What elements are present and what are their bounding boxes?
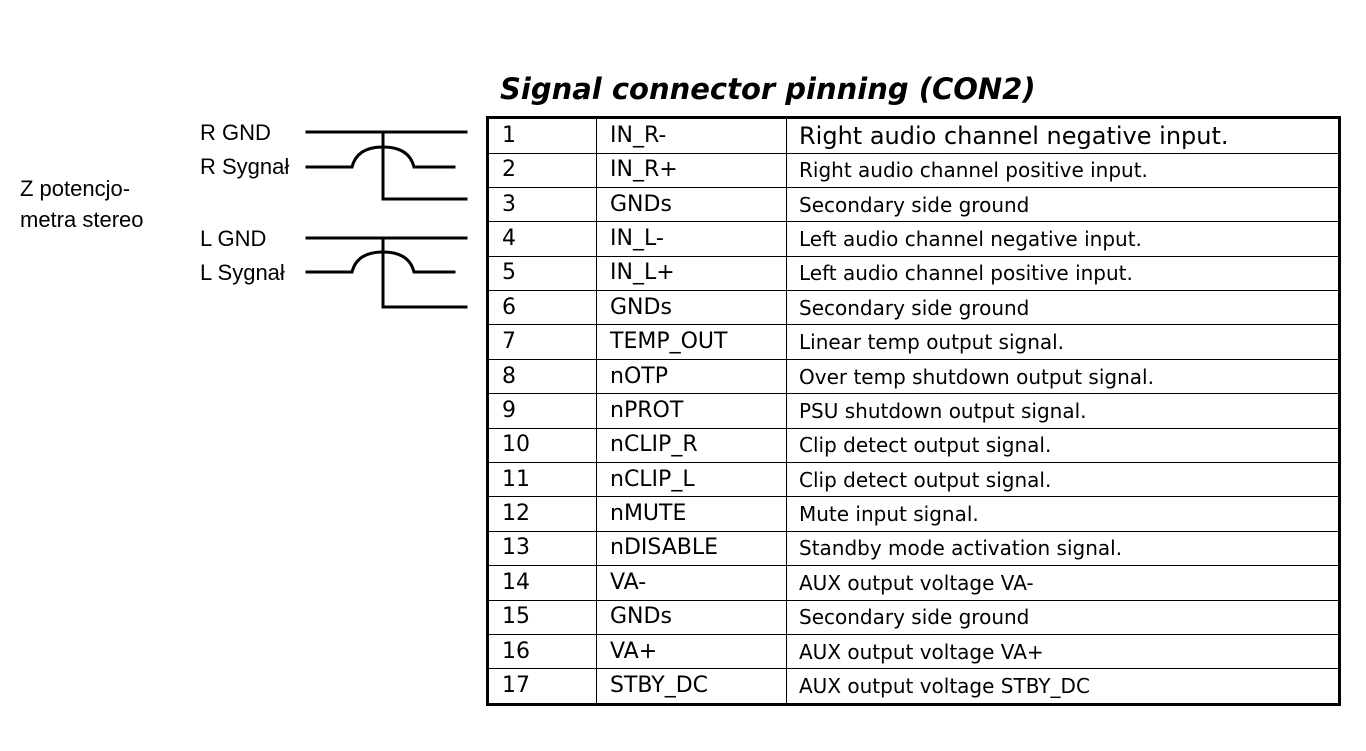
pin-description-cell: AUX output voltage VA-: [786, 565, 1340, 601]
wire-label-r-signal: R Sygnał: [200, 154, 290, 179]
pin-name-cell: GNDs: [596, 290, 787, 326]
pin-name-cell: GNDs: [596, 186, 787, 223]
pin-description-cell: Mute input signal.: [786, 496, 1340, 532]
pin-description-cell: Clip detect output signal.: [786, 462, 1340, 498]
pin-name-cell: IN_L+: [596, 255, 787, 292]
pin-number-cell: 10: [487, 427, 597, 464]
pin-name-cell: nPROT: [596, 393, 787, 429]
pin-description-cell: Standby mode activation signal.: [786, 530, 1340, 567]
wire-label-r-gnd: R GND: [200, 120, 271, 145]
wire-label-l-signal: L Sygnał: [200, 260, 285, 285]
pin-number-cell: 1: [487, 117, 597, 154]
pin-description-cell: Linear temp output signal.: [786, 324, 1340, 360]
table-title: Signal connector pinning (CON2): [500, 72, 1036, 106]
l-signal-wire: [305, 250, 456, 274]
potentiometer-label-line-2: metra stereo: [20, 207, 144, 232]
pin-name-cell: nMUTE: [596, 496, 787, 532]
pin-number-cell: 15: [487, 599, 597, 635]
pin-number-cell: 6: [487, 290, 597, 326]
pin-description-cell: Left audio channel negative input.: [786, 221, 1340, 257]
pin-name-cell: IN_R+: [596, 152, 787, 188]
pin-number-cell: 4: [487, 221, 597, 257]
pin-number-cell: 5: [487, 255, 597, 292]
pin-number-cell: 3: [487, 186, 597, 223]
pin-number-cell: 14: [487, 565, 597, 601]
pin-number-cell: 11: [487, 462, 597, 498]
pin-number-cell: 17: [487, 668, 597, 705]
pin-description-cell: AUX output voltage STBY_DC: [786, 668, 1340, 705]
pin-description-cell: Left audio channel positive input.: [786, 255, 1340, 292]
pin-description-cell: Secondary side ground: [786, 186, 1340, 223]
pin-number-cell: 13: [487, 530, 597, 567]
pin-name-cell: GNDs: [596, 599, 787, 635]
pin-description-cell: Secondary side ground: [786, 599, 1340, 635]
potentiometer-label: Z potencjo- metra stereo: [20, 173, 144, 235]
wire-label-l-gnd: L GND: [200, 226, 267, 251]
pin-description-cell: Right audio channel negative input.: [786, 117, 1340, 154]
pin-description-cell: Right audio channel positive input.: [786, 152, 1340, 188]
pin-name-cell: STBY_DC: [596, 668, 787, 705]
pin-number-cell: 2: [487, 152, 597, 188]
pin-description-cell: AUX output voltage VA+: [786, 633, 1340, 670]
pin-description-cell: Clip detect output signal.: [786, 427, 1340, 464]
pin-number-cell: 7: [487, 324, 597, 360]
pin-name-cell: nDISABLE: [596, 530, 787, 567]
pin-number-cell: 9: [487, 393, 597, 429]
pin-name-cell: VA-: [596, 565, 787, 601]
pin-description-cell: Over temp shutdown output signal.: [786, 358, 1340, 395]
pin-number-cell: 16: [487, 633, 597, 670]
pin-name-cell: IN_R-: [596, 117, 787, 154]
r-signal-wire: [305, 145, 456, 169]
pin-name-cell: IN_L-: [596, 221, 787, 257]
pin-name-cell: TEMP_OUT: [596, 324, 787, 360]
potentiometer-label-line-1: Z potencjo-: [20, 176, 131, 201]
pin-name-cell: nCLIP_L: [596, 462, 787, 498]
pin-name-cell: nOTP: [596, 358, 787, 395]
pin-description-cell: PSU shutdown output signal.: [786, 393, 1340, 429]
pin-number-cell: 8: [487, 358, 597, 395]
pin-description-cell: Secondary side ground: [786, 290, 1340, 326]
pin-number-cell: 12: [487, 496, 597, 532]
pin-name-cell: nCLIP_R: [596, 427, 787, 464]
pin-name-cell: VA+: [596, 633, 787, 670]
